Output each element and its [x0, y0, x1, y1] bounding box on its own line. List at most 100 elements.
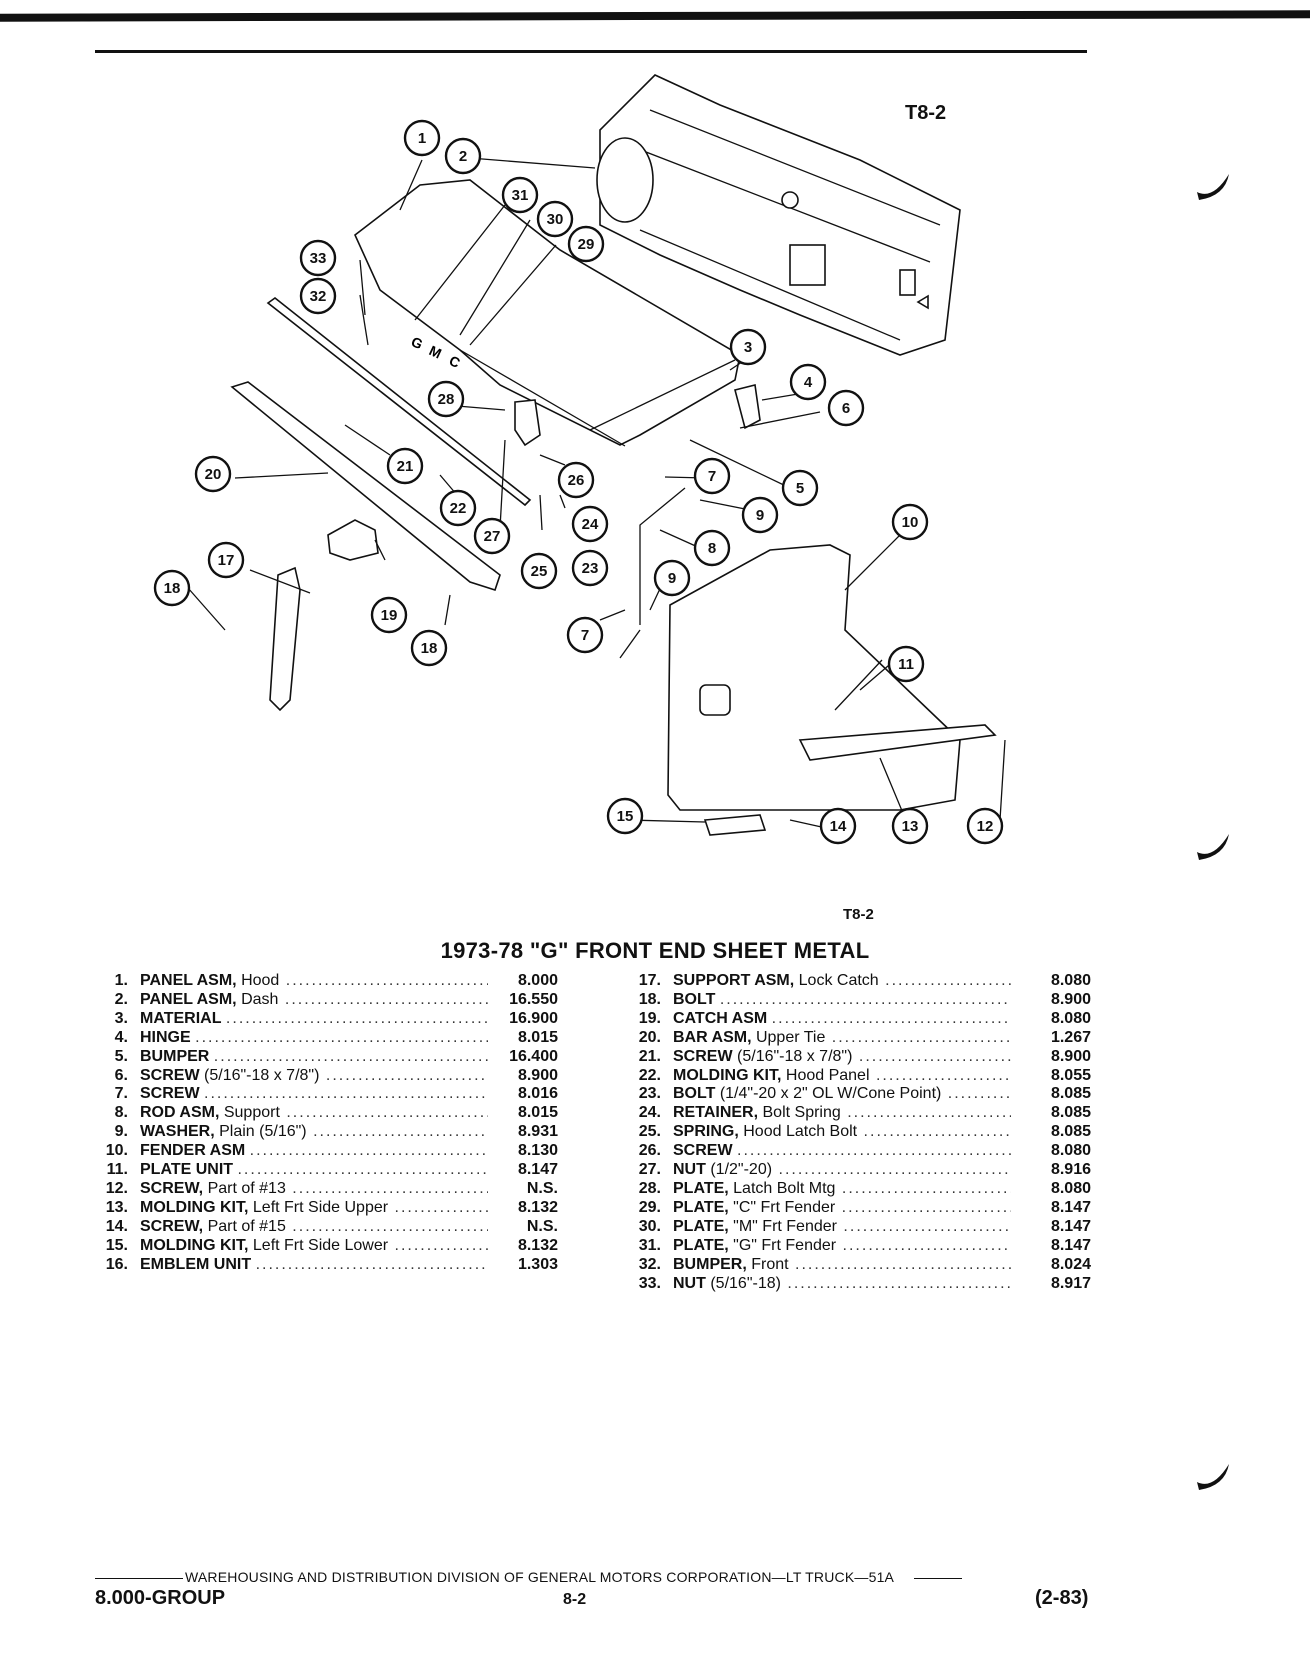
part-description: Lock Catch: [798, 972, 879, 989]
svg-text:17: 17: [218, 552, 235, 569]
part-number: 11.: [106, 1161, 128, 1179]
lower-side-molding: [703, 814, 767, 836]
header-rule: [95, 50, 1087, 53]
leader-dots: ........................................…: [843, 1217, 1011, 1235]
callout-33: 33: [299, 239, 337, 277]
svg-text:13: 13: [902, 818, 919, 835]
svg-text:27: 27: [484, 528, 501, 545]
svg-text:24: 24: [582, 516, 599, 533]
part-ref-code: 8.132: [517, 1198, 558, 1216]
part-number: 27.: [638, 1161, 661, 1179]
callout-21: 21: [386, 447, 424, 485]
parts-row: 16.EMBLEM UNIT .........................…: [0, 1256, 558, 1275]
part-name: WASHER, Plain (5/16") ..................…: [140, 1123, 488, 1142]
emblem-letter-m: M: [427, 342, 444, 361]
part-description: Hood Panel: [785, 1066, 870, 1084]
leader-dots: ........................................…: [778, 1161, 1011, 1179]
part-description: Left Frt Side Upper: [252, 1198, 389, 1216]
part-ref-code: 16.900: [509, 1009, 558, 1027]
part-name: BUMPER .................................…: [140, 1048, 488, 1067]
part-description: "G" Frt Fender: [733, 1236, 837, 1254]
leader-dots: ........................................…: [795, 1255, 1011, 1273]
part-number: 12.: [105, 1179, 128, 1197]
callout-2: 2: [444, 137, 482, 175]
leader-dots: ........................................…: [325, 1066, 488, 1084]
parts-row: 14.SCREW, Part of #15 ..................…: [0, 1218, 558, 1237]
svg-text:21: 21: [397, 458, 414, 475]
part-number: 5.: [114, 1047, 128, 1065]
part-number: 1.: [114, 972, 128, 989]
part-ref-code: 8.931: [517, 1123, 558, 1141]
part-name: MATERIAL ...............................…: [140, 1010, 488, 1029]
part-number: 9.: [114, 1123, 128, 1141]
parts-row: 13.MOLDING KIT, Left Frt Side Upper ....…: [0, 1199, 558, 1218]
date-code: (2-83): [1035, 1587, 1089, 1609]
part-number: 16.: [105, 1255, 128, 1273]
part-description: (1/4"-20 x 2" OL W/Cone Point): [719, 1085, 942, 1103]
leader-dots: ........................................…: [831, 1028, 1011, 1046]
part-name-bold: MOLDING KIT,: [140, 1236, 249, 1254]
parts-row: 9. WASHER, Plain (5/16") ................…: [0, 1123, 558, 1142]
part-number: 23.: [638, 1085, 661, 1103]
part-description: Support: [223, 1104, 280, 1122]
svg-text:4: 4: [804, 374, 813, 391]
group-number: 8.000-GROUP: [95, 1587, 226, 1609]
callout-32: 32: [299, 277, 337, 315]
part-name: SUPPORT ASM, Lock Catch ................…: [673, 972, 1011, 991]
svg-text:30: 30: [547, 211, 564, 228]
parts-row: 31.PLATE, "G" Frt Fender ...............…: [611, 1237, 1091, 1256]
part-name-bold: PLATE,: [673, 1198, 729, 1216]
svg-text:22: 22: [450, 500, 467, 517]
part-name: NUT (5/16"-18) .........................…: [673, 1275, 1011, 1294]
leader-dots: ........................................…: [847, 1104, 1011, 1122]
footer-division-line: WAREHOUSING AND DISTRIBUTION DIVISION OF…: [95, 1569, 963, 1585]
part-name: BOLT ...................................…: [673, 991, 1011, 1010]
part-description: Bolt Spring: [762, 1104, 841, 1122]
part-number: 26.: [638, 1142, 661, 1160]
part-name: SCREW ..................................…: [673, 1142, 1011, 1161]
part-name: HINGE ..................................…: [140, 1029, 488, 1048]
leader-dots: ........................................…: [285, 972, 488, 989]
part-number: 7.: [114, 1085, 128, 1103]
svg-text:12: 12: [977, 818, 994, 835]
part-number: 15.: [105, 1236, 128, 1254]
parts-row: 25.SPRING, Hood Latch Bolt .............…: [611, 1123, 1091, 1142]
parts-row: 3.MATERIAL .............................…: [0, 1010, 558, 1029]
leader-dots: ........................................…: [737, 1142, 1011, 1160]
part-ref-code: 8.916: [1050, 1161, 1091, 1179]
leader-dots: ........................................…: [787, 1274, 1011, 1292]
parts-row: 15.MOLDING KIT, Left Frt Side Lower ....…: [0, 1237, 558, 1256]
callout-28: 28: [427, 380, 465, 418]
leader-dots: ........................................…: [858, 1047, 1011, 1065]
part-ref-code: 8.917: [1050, 1274, 1091, 1292]
svg-text:20: 20: [205, 466, 222, 483]
page-number: 8-2: [563, 1591, 587, 1608]
svg-text:25: 25: [531, 563, 548, 580]
part-ref-code: 8.085: [1050, 1085, 1091, 1103]
parts-list-right: 17.SUPPORT ASM, Lock Catch .............…: [611, 972, 1091, 1293]
leader-dots: ........................................…: [771, 1009, 1011, 1027]
part-ref-code: 8.024: [1050, 1255, 1091, 1273]
part-ref-code: 16.550: [509, 990, 558, 1008]
part-name-bold: PLATE UNIT: [140, 1161, 234, 1179]
part-name-bold: SCREW,: [140, 1217, 204, 1235]
part-description: Latch Bolt Mtg: [733, 1179, 836, 1197]
part-name: PANEL ASM, Hood ........................…: [140, 972, 488, 991]
part-ref-code: 8.147: [1050, 1236, 1091, 1254]
leader-dots: ........................................…: [841, 1198, 1011, 1216]
parts-row: 11.PLATE UNIT ..........................…: [0, 1161, 558, 1180]
part-ref-code: 8.080: [1050, 972, 1091, 989]
part-number: 14.: [105, 1217, 128, 1235]
part-number: 21.: [638, 1047, 661, 1065]
part-name-bold: HINGE: [140, 1028, 191, 1046]
leader-dots: ........................................…: [875, 1066, 1011, 1084]
part-name-bold: MOLDING KIT,: [673, 1066, 782, 1084]
footer-lead-rule: [95, 1577, 183, 1579]
callout-8: 8: [693, 529, 731, 567]
part-number: 8.: [114, 1104, 128, 1122]
part-ref-code: N.S.: [526, 1217, 558, 1235]
parts-row: 23.BOLT (1/4"-20 x 2" OL W/Cone Point) .…: [611, 1085, 1091, 1104]
part-name: BAR ASM, Upper Tie .....................…: [673, 1029, 1011, 1048]
part-ref-code: 8.147: [1050, 1217, 1091, 1235]
part-name-bold: BAR ASM,: [673, 1028, 752, 1046]
